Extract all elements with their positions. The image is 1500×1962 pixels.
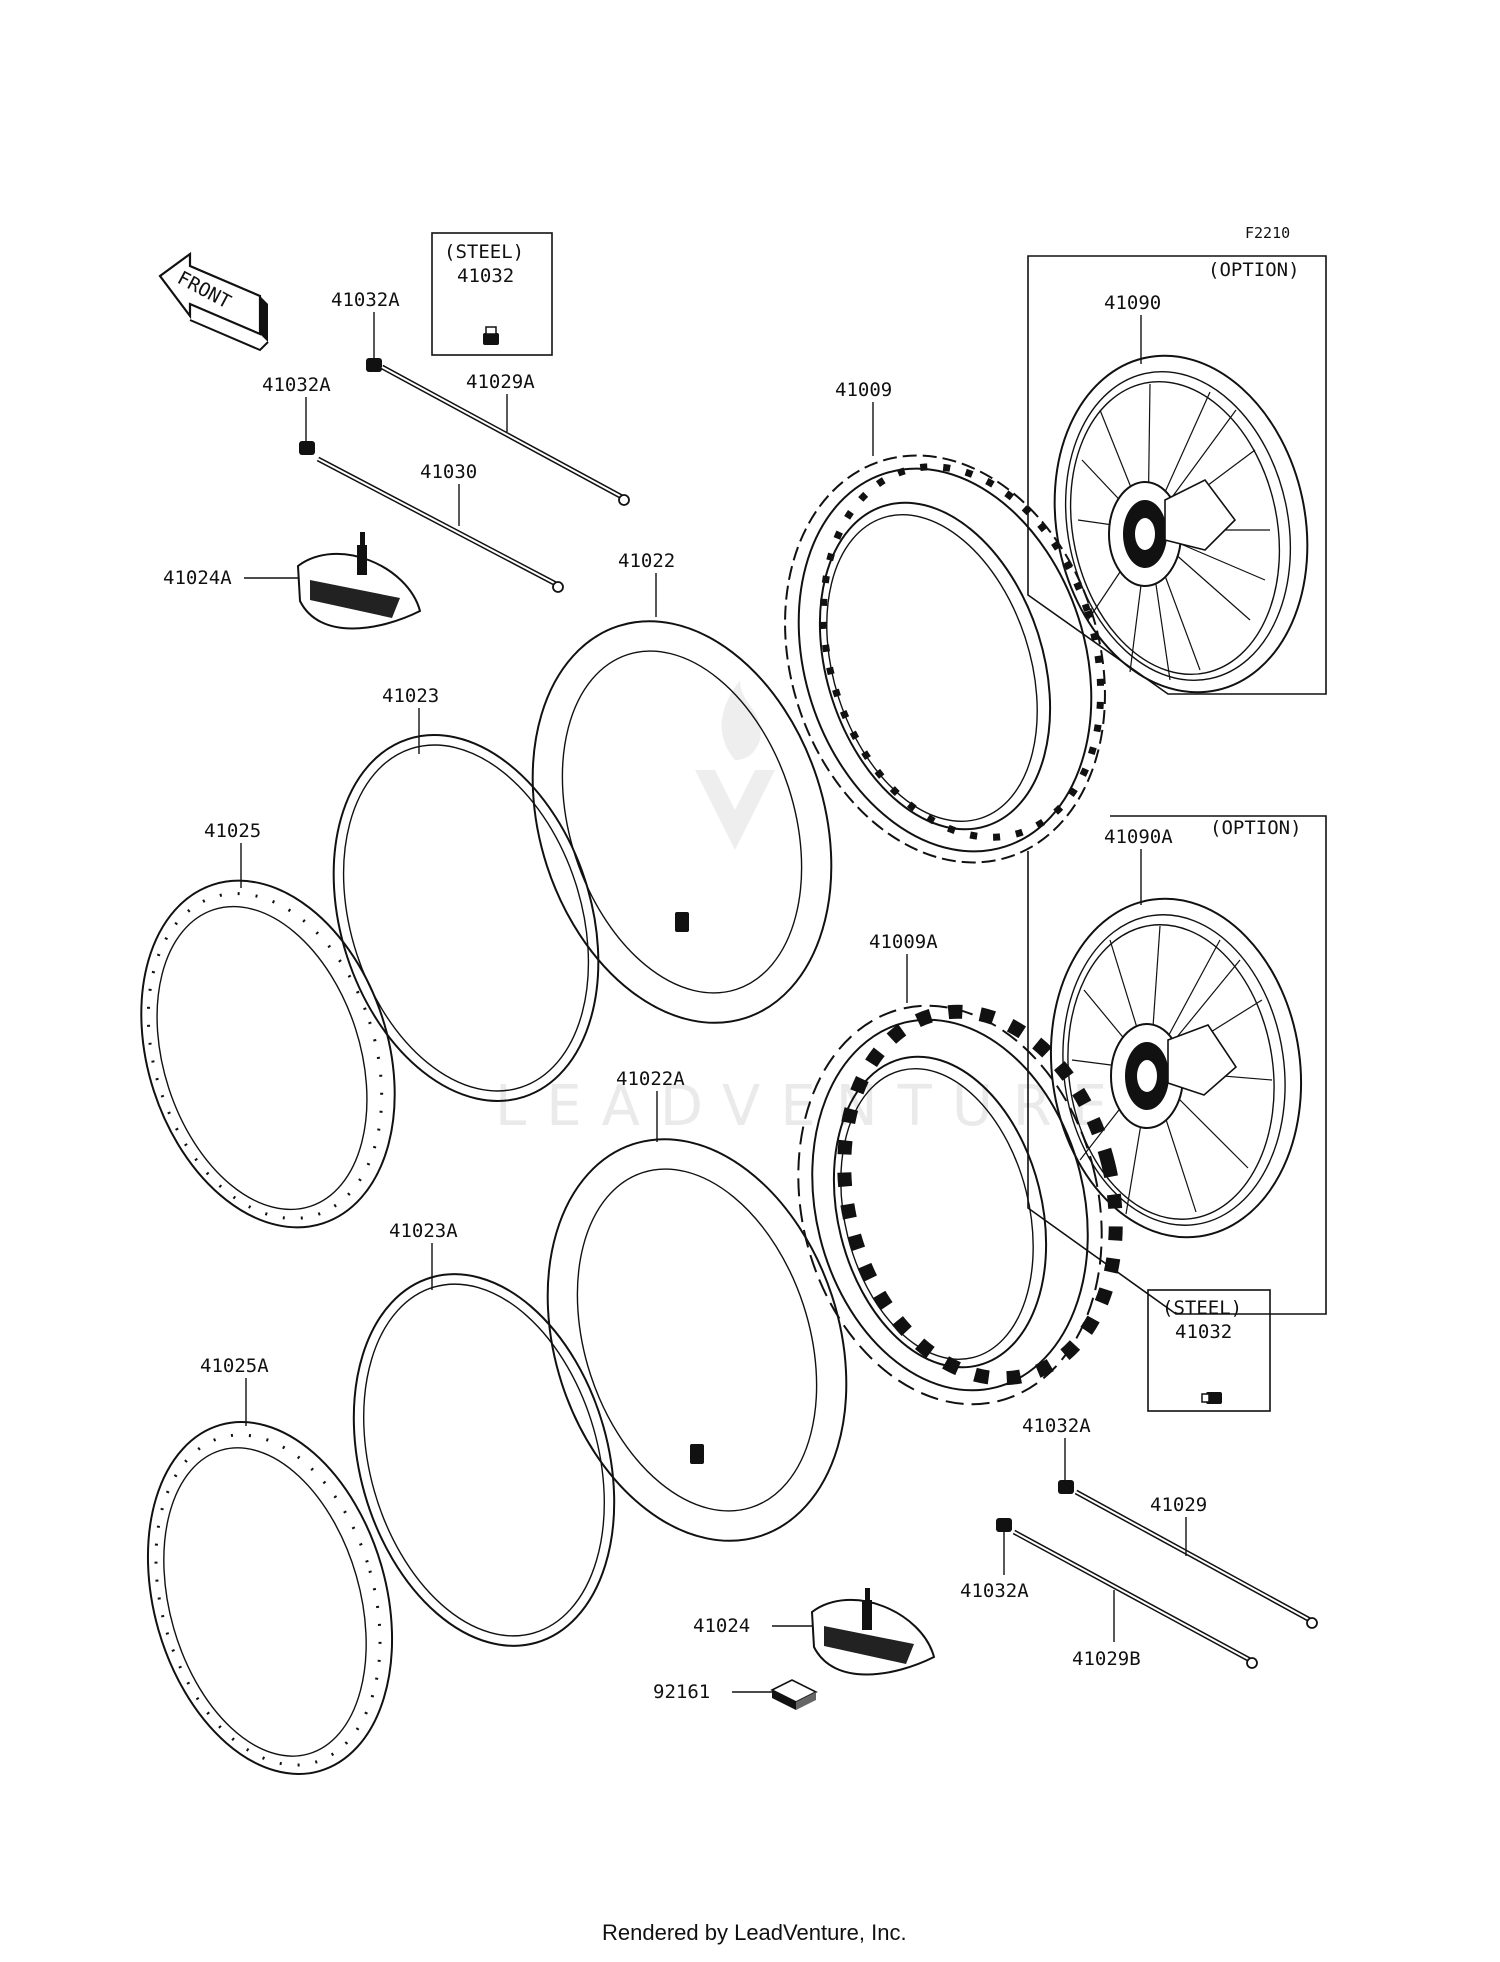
spoke-41029B: 41032A 41029B	[960, 1518, 1258, 1670]
part-41029: 41029	[1150, 1494, 1207, 1516]
watermark-text: LEADVENTURE	[495, 1074, 1127, 1139]
rim-41025: 41025	[140, 820, 396, 1229]
part-41023A: 41023A	[389, 1220, 458, 1242]
steel-box-top: (STEEL) 41032	[431, 232, 553, 356]
option-label-bottom: (OPTION)	[1210, 817, 1302, 839]
tire-41009: 41009	[784, 379, 1106, 864]
part-41025: 41025	[204, 820, 261, 842]
rim-band-41023A: 41023A	[352, 1220, 616, 1647]
part-41029B: 41029B	[1072, 1648, 1141, 1670]
part-41025A: 41025A	[200, 1355, 269, 1377]
wheel-41090A-option: (OPTION) 41090A	[1027, 815, 1327, 1315]
part-41032-top: 41032	[457, 265, 514, 287]
rim-band-41023: 41023	[332, 685, 600, 1102]
steel-label-top: (STEEL)	[444, 241, 524, 263]
part-41032A-4: 41032A	[960, 1580, 1029, 1602]
watermark: LEADVENTURE	[495, 680, 1127, 1139]
part-41032A-1: 41032A	[331, 289, 400, 311]
spoke-41029: 41032A 41029	[1022, 1415, 1318, 1629]
tire-41009A: 41009A	[797, 931, 1123, 1406]
spoke-41029A: 41032A 41029A	[331, 289, 630, 506]
part-41022A: 41022A	[616, 1068, 685, 1090]
part-41029A: 41029A	[466, 371, 535, 393]
spoke-41030: 41032A 41030	[262, 374, 564, 593]
option-label-top: (OPTION)	[1208, 259, 1300, 281]
rim-lock-41024A: 41024A	[163, 532, 422, 630]
part-41022: 41022	[618, 550, 675, 572]
steel-box-right: (STEEL) 41032	[1147, 1289, 1271, 1412]
tube-41022A: 41022A	[546, 1068, 848, 1542]
rim-lock-41024: 41024	[693, 1588, 936, 1676]
part-41032A-3: 41032A	[1022, 1415, 1091, 1437]
part-41030: 41030	[420, 461, 477, 483]
part-41024A: 41024A	[163, 567, 232, 589]
valve-nut-icon-right	[1201, 1392, 1222, 1404]
figure-code: F2210	[1245, 224, 1290, 242]
part-41009: 41009	[835, 379, 892, 401]
steel-label-right: (STEEL)	[1162, 1297, 1242, 1319]
part-41090A: 41090A	[1104, 826, 1173, 848]
valve-nut-icon	[483, 326, 499, 345]
part-41023: 41023	[382, 685, 439, 707]
front-arrow-icon: FRONT	[158, 251, 269, 352]
footer-credit: Rendered by LeadVenture, Inc.	[602, 1920, 907, 1945]
part-92161: 92161	[653, 1681, 710, 1703]
part-41032-right: 41032	[1175, 1321, 1232, 1343]
wheel-41090-option: (OPTION) 41090	[1027, 255, 1327, 695]
weight-92161: 92161	[653, 1679, 818, 1710]
part-41090: 41090	[1104, 292, 1161, 314]
part-41009A: 41009A	[869, 931, 938, 953]
part-41032A-2: 41032A	[262, 374, 331, 396]
part-41024: 41024	[693, 1615, 750, 1637]
rim-41025A: 41025A	[146, 1355, 394, 1775]
